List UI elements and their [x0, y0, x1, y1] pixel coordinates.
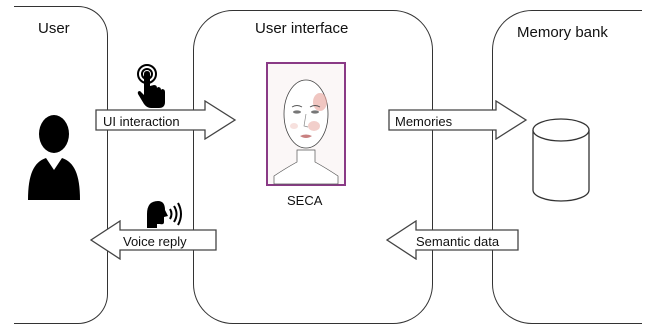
speaking-head-icon — [147, 201, 182, 228]
database-cylinder-icon — [532, 118, 590, 202]
voice-reply-arrow — [90, 220, 217, 260]
memory-bank-panel-title: Memory bank — [517, 24, 608, 41]
memories-label: Memories — [395, 114, 453, 129]
user-silhouette-icon — [28, 115, 80, 200]
voice-reply-label: Voice reply — [123, 234, 187, 249]
seca-label: SECA — [287, 193, 323, 208]
seca-face-portrait — [266, 62, 346, 186]
ui-interaction-arrow — [95, 100, 237, 140]
touch-tap-icon — [137, 64, 165, 108]
user-panel-title: User — [38, 20, 70, 37]
user-interface-panel-title: User interface — [255, 20, 349, 37]
semantic-data-arrow — [386, 220, 519, 260]
semantic-data-label: Semantic data — [416, 234, 500, 249]
memories-arrow — [388, 100, 528, 140]
ui-interaction-label: UI interaction — [103, 114, 180, 129]
